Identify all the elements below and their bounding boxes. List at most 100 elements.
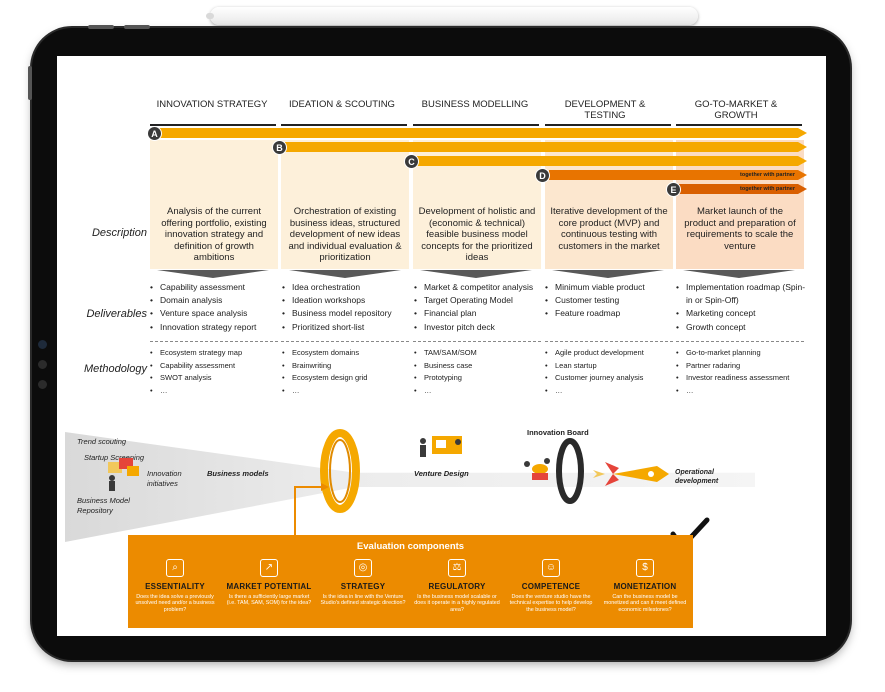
funnel-illustrations xyxy=(108,429,710,551)
row-separator xyxy=(150,341,278,342)
deliverables-list: Minimum viable product Customer testing … xyxy=(545,281,645,321)
list-item: Investor pitch deck xyxy=(414,321,533,334)
row-separator xyxy=(413,341,541,342)
list-item: Go-to-market planning xyxy=(676,347,789,360)
list-item: Market & competitor analysis xyxy=(414,281,533,294)
list-item: Idea orchestration xyxy=(282,281,392,294)
list-item: Domain analysis xyxy=(150,294,256,307)
description-text: Development of holistic and (economic & … xyxy=(418,206,536,263)
list-item: Ecosystem design grid xyxy=(282,372,367,385)
phase-business-modelling: BUSINESS MODELLING xyxy=(421,99,529,110)
side-button xyxy=(28,66,32,100)
chevron-down-icon xyxy=(683,270,795,278)
list-item: Growth concept xyxy=(676,321,806,334)
slide-screen: INNOVATION STRATEGY IDEATION & SCOUTING … xyxy=(57,56,826,636)
list-item: Financial plan xyxy=(414,307,533,320)
chevron-down-icon xyxy=(552,270,664,278)
funnel-label: Innovation initiatives xyxy=(147,469,182,488)
list-item: Customer journey analysis xyxy=(545,372,644,385)
deliverables-list: Idea orchestration Ideation workshops Bu… xyxy=(282,281,392,334)
list-item: … xyxy=(150,385,242,398)
component-title: ESSENTIALITY xyxy=(145,582,205,591)
evaluation-components-box: Evaluation components ⌕ ESSENTIALITY Doe… xyxy=(128,535,693,628)
description-column: Analysis of the current offering portfol… xyxy=(150,140,278,269)
funnel-label: Business Model Repository xyxy=(77,496,130,515)
connector-line xyxy=(294,486,327,535)
list-item: Agile product development xyxy=(545,347,644,360)
component-question: Does the venture studio have the technic… xyxy=(509,594,593,613)
magnifier-icon: ⌕ xyxy=(166,559,184,577)
partner-label: together with partner xyxy=(740,172,796,178)
phase-development-testing: DEVELOPMENT & TESTING xyxy=(564,99,646,121)
component-question: Can the business model be monetized and … xyxy=(603,594,687,613)
list-item: Ecosystem strategy map xyxy=(150,347,242,360)
chevron-down-icon xyxy=(420,270,532,278)
description-text: Orchestration of existing business ideas… xyxy=(288,206,402,263)
row-label-description: Description xyxy=(91,227,147,239)
funnel-label: Venture Design xyxy=(414,469,469,478)
list-item: … xyxy=(414,385,477,398)
deliverables-list: Implementation roadmap (Spin-in or Spin-… xyxy=(676,281,806,334)
methodology-list: Agile product development Lean startup C… xyxy=(545,347,644,397)
volume-button xyxy=(88,25,114,29)
component-title: COMPETENCE xyxy=(521,582,581,591)
list-item: Prioritized short-list xyxy=(282,321,392,334)
description-column: Orchestration of existing business ideas… xyxy=(281,140,409,269)
list-item: Investor readiness assessment xyxy=(676,372,789,385)
chevron-down-icon xyxy=(157,270,269,278)
list-item: Brainwriting xyxy=(282,360,367,373)
list-item: Business model repository xyxy=(282,307,392,320)
phase-go-to-market: GO-TO-MARKET & GROWTH xyxy=(694,99,778,121)
list-item: Implementation roadmap (Spin-in or Spin-… xyxy=(676,281,806,307)
row-label-deliverables: Deliverables xyxy=(86,308,147,320)
list-item: Minimum viable product xyxy=(545,281,645,294)
phase-divider xyxy=(545,124,671,126)
list-item: Ideation workshops xyxy=(282,294,392,307)
row-label-methodology: Methodology xyxy=(84,363,147,375)
track-e-arrow xyxy=(679,184,807,194)
track-letter-b: B xyxy=(272,140,287,155)
component-question: Is the idea in line with the Venture Stu… xyxy=(320,594,406,607)
methodology-list: TAM/SAM/SOM Business case Prototyping … xyxy=(414,347,477,397)
list-item: … xyxy=(282,385,367,398)
component-question: Is the business model scalable or does i… xyxy=(414,594,500,613)
evaluation-title: Evaluation components xyxy=(356,541,465,552)
list-item: Customer testing xyxy=(545,294,645,307)
list-item: Innovation strategy report xyxy=(150,321,256,334)
track-letter-e: E xyxy=(666,182,681,197)
sensor-icon xyxy=(38,380,47,389)
evaluation-component-competence: ☺ COMPETENCE Does the venture studio hav… xyxy=(504,555,598,613)
track-c-arrow xyxy=(417,156,807,166)
evaluation-component-monetization: $ MONETIZATION Can the business model be… xyxy=(598,555,692,613)
stylus-pencil xyxy=(206,7,698,25)
funnel-label: Innovation Board xyxy=(527,428,589,437)
description-text: Analysis of the current offering portfol… xyxy=(161,206,267,263)
description-text: Market launch of the product and prepara… xyxy=(684,206,796,252)
team-icon: ☺ xyxy=(542,559,560,577)
list-item: Target Operating Model xyxy=(414,294,533,307)
component-question: Does the idea solve a previously unsolve… xyxy=(135,594,215,613)
methodology-list: Go-to-market planning Partner radaring I… xyxy=(676,347,789,397)
money-icon: $ xyxy=(636,559,654,577)
list-item: Prototyping xyxy=(414,372,477,385)
evaluation-component-market-potential: ↗ MARKET POTENTIAL Is there a sufficient… xyxy=(222,555,316,607)
phase-divider xyxy=(413,124,539,126)
component-title: REGULATORY xyxy=(428,582,486,591)
funnel-label: Operational development xyxy=(675,469,719,485)
component-title: STRATEGY xyxy=(340,582,386,591)
scales-icon: ⚖ xyxy=(448,559,466,577)
presentation-icon xyxy=(420,436,462,457)
row-separator xyxy=(676,341,804,342)
target-icon: ◎ xyxy=(354,559,372,577)
funnel-label: Business models xyxy=(207,469,269,478)
funnel-label: Startup Screening xyxy=(84,453,145,462)
component-title: MONETIZATION xyxy=(613,582,677,591)
component-question: Is there a sufficiently large market (i.… xyxy=(226,594,312,607)
list-item: … xyxy=(676,385,789,398)
camera-icon xyxy=(38,340,47,349)
component-title: MARKET POTENTIAL xyxy=(226,582,312,591)
phase-innovation-strategy: INNOVATION STRATEGY xyxy=(156,99,268,110)
list-item: Lean startup xyxy=(545,360,644,373)
track-b-arrow xyxy=(285,142,807,152)
